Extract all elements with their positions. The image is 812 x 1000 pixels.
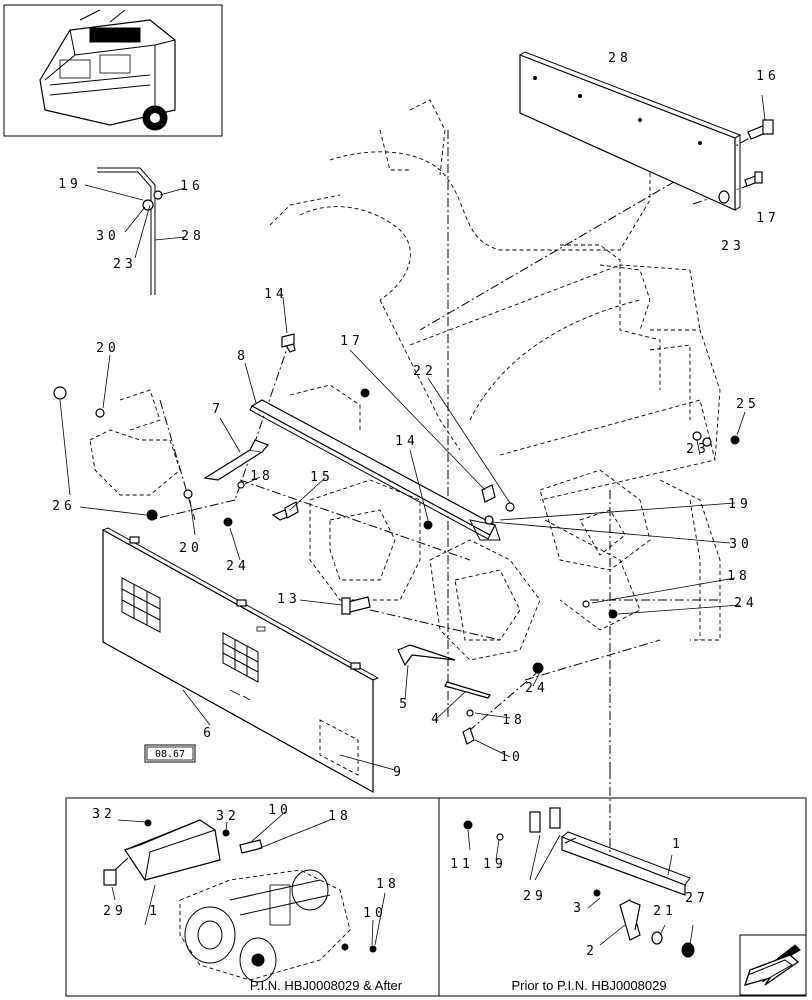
bolt-icon [744, 171, 763, 187]
callout-28: 28 [608, 51, 632, 66]
callout-24: 24 [525, 681, 549, 696]
next-page-arrow-icon[interactable] [739, 934, 807, 996]
earlier-serial-detail [463, 807, 695, 958]
callout-10: 10 [363, 906, 387, 921]
reference-box [144, 744, 196, 763]
callout-7: 7 [212, 402, 224, 417]
later-serial-detail [103, 819, 377, 983]
callout-14: 14 [395, 434, 419, 449]
callout-28: 28 [181, 229, 205, 244]
callout-24: 24 [734, 596, 758, 611]
callout-16: 16 [180, 179, 204, 194]
mounting-bracket [203, 439, 270, 481]
callout-24: 24 [226, 559, 250, 574]
baler-frame-outline [89, 99, 721, 661]
callout-16: 16 [756, 69, 780, 84]
callout-29: 29 [523, 889, 547, 904]
callout-18: 18 [727, 569, 751, 584]
callout-2: 2 [586, 944, 598, 959]
fasteners [53, 333, 740, 745]
callout-17: 17 [756, 211, 780, 226]
callout-18: 18 [502, 713, 526, 728]
callout-23: 23 [721, 239, 745, 254]
strip-part [444, 681, 491, 699]
inset-frame [65, 797, 807, 997]
callout-32: 32 [216, 809, 240, 824]
callout-10: 10 [268, 803, 292, 818]
washer-icon [718, 190, 730, 204]
callout-19: 19 [728, 497, 752, 512]
callout-15: 15 [310, 470, 334, 485]
callout-11: 11 [450, 857, 474, 872]
callout-25: 25 [736, 397, 760, 412]
clip-part [397, 644, 456, 667]
callout-3: 3 [573, 901, 585, 916]
callout-17: 17 [340, 334, 364, 349]
assembly-leader-lines [149, 129, 764, 860]
callout-27: 27 [685, 891, 709, 906]
callout-6: 6 [203, 726, 215, 741]
callout-10: 10 [500, 750, 524, 765]
callout-19: 19 [483, 857, 507, 872]
inset-caption-after: P.I.N. HBJ0008029 & After [250, 978, 403, 993]
reference-label: 08.67 [155, 749, 185, 760]
callout-13: 13 [277, 592, 301, 607]
callout-22: 22 [413, 364, 437, 379]
callout-23: 23 [686, 442, 710, 457]
callout-leaders [59, 94, 766, 771]
callout-4: 4 [431, 712, 443, 727]
long-angle-bracket [249, 399, 501, 541]
callout-18: 18 [250, 469, 274, 484]
inset-leaders [111, 811, 386, 946]
callout-5: 5 [399, 697, 411, 712]
callout-14: 14 [264, 287, 288, 302]
bolt-icon [747, 119, 774, 140]
inset-caption-prior: Prior to P.I.N. HBJ0008029 [511, 978, 666, 993]
baler-locator-icon [3, 4, 223, 137]
callout-18: 18 [328, 809, 352, 824]
callout-1: 1 [672, 837, 684, 852]
callout-8: 8 [237, 349, 249, 364]
callout-29: 29 [103, 904, 127, 919]
callout-30: 30 [96, 229, 120, 244]
upper-shield-panel [519, 51, 742, 211]
callout-23: 23 [113, 257, 137, 272]
callout-18: 18 [376, 877, 400, 892]
callout-19: 19 [58, 177, 82, 192]
callout-21: 21 [653, 904, 677, 919]
callout-26: 26 [52, 499, 76, 514]
callout-9: 9 [393, 765, 405, 780]
callout-20: 20 [96, 341, 120, 356]
callout-1: 1 [149, 904, 161, 919]
callout-30: 30 [729, 537, 753, 552]
callout-32: 32 [92, 807, 116, 822]
callout-20: 20 [179, 541, 203, 556]
front-shield-panel [102, 527, 380, 794]
